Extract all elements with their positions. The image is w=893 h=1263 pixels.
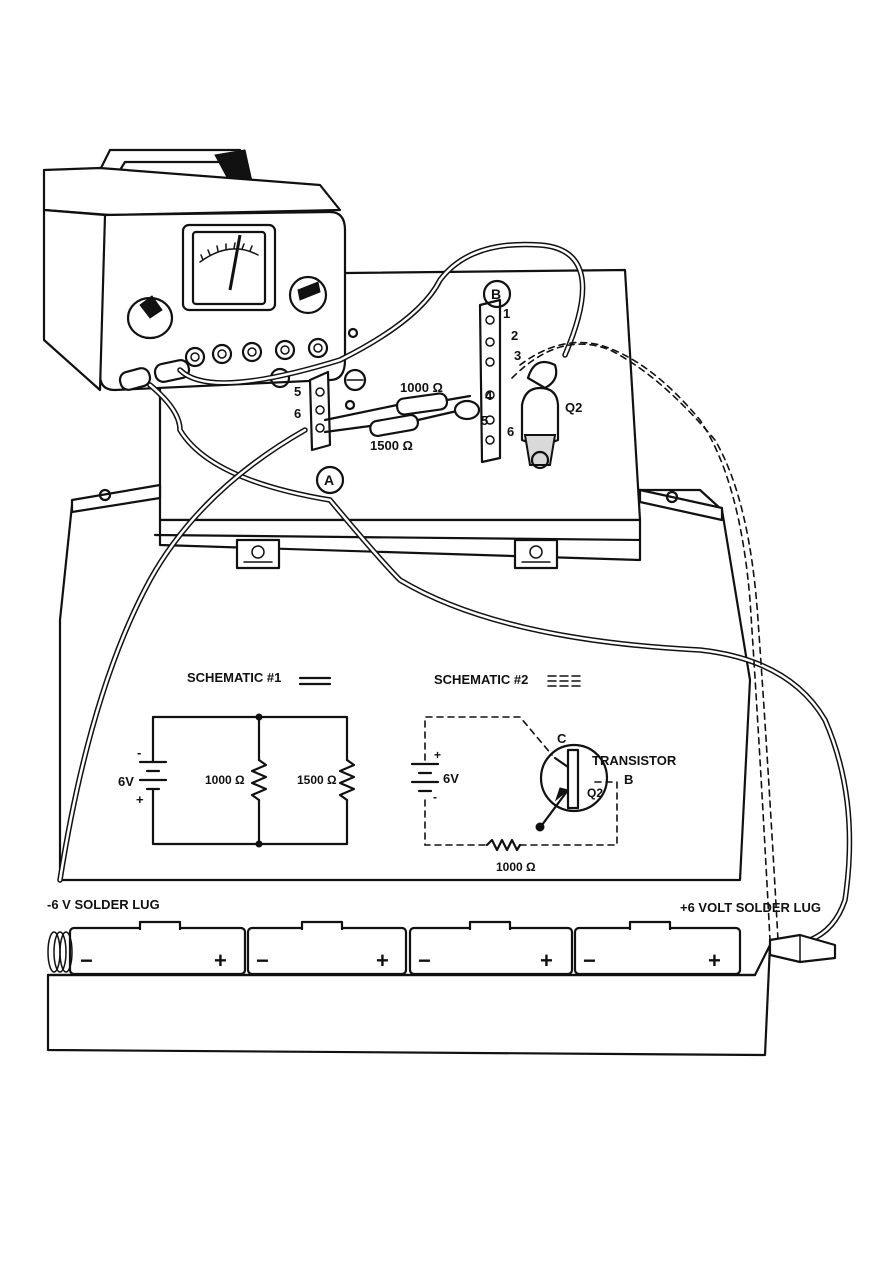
schematic-2: SCHEMATIC #2 6V + - C TRANSISTOR B Q2 10… xyxy=(410,672,677,874)
terminal-strip-a: 5 6 A xyxy=(294,370,345,495)
terminal-a-label: A xyxy=(324,472,334,488)
lug-b1-label: 1 xyxy=(503,306,510,321)
schematic-2-minus: - xyxy=(433,790,437,804)
resistor-1000-physical: 1000 Ω xyxy=(323,380,472,422)
lug-a6-label: 6 xyxy=(294,406,301,421)
terminal-b-label: B xyxy=(491,286,501,302)
svg-text:+: + xyxy=(708,948,721,973)
lug-a5-label: 5 xyxy=(294,384,301,399)
transistor-q2-label: Q2 xyxy=(565,400,582,415)
spring-coil xyxy=(47,931,73,973)
battery-tray: -6 V SOLDER LUG +6 VOLT SOLDER LUG − + −… xyxy=(46,897,837,1057)
schematic-1-r2: 1500 Ω xyxy=(297,773,337,787)
schematic-2-transistor: TRANSISTOR xyxy=(592,753,677,768)
lug-b6-label: 6 xyxy=(507,424,514,439)
schematic-1-r1: 1000 Ω xyxy=(205,773,245,787)
schematic-2-plus: + xyxy=(434,748,441,762)
battery-cell-1: − + xyxy=(68,920,247,976)
pos-solder-lug-label: +6 VOLT SOLDER LUG xyxy=(680,900,821,915)
svg-text:+: + xyxy=(540,948,553,973)
schematic-2-r: 1000 Ω xyxy=(496,860,536,874)
svg-text:+: + xyxy=(376,948,389,973)
schematic-1-voltage: 6V xyxy=(118,774,134,789)
meter-instrument xyxy=(42,148,347,392)
schematic-1-plus: + xyxy=(136,792,144,807)
lug-b5-label: 5 xyxy=(481,413,488,428)
svg-text:−: − xyxy=(256,948,269,973)
svg-text:−: − xyxy=(80,948,93,973)
resistor-1500-label: 1500 Ω xyxy=(370,438,413,453)
svg-text:+: + xyxy=(214,948,227,973)
clip-right xyxy=(513,538,559,570)
svg-text:−: − xyxy=(583,948,596,973)
clip-left xyxy=(235,538,281,570)
battery-cell-2: − + xyxy=(246,920,408,976)
jacks xyxy=(184,337,329,368)
lug-b2-label: 2 xyxy=(511,328,518,343)
svg-text:−: − xyxy=(418,948,431,973)
schematic-2-q: Q2 xyxy=(587,786,603,800)
lug-b3-label: 3 xyxy=(514,348,521,363)
schematic-2-voltage: 6V xyxy=(443,771,459,786)
lug-b4-label: 4 xyxy=(485,388,493,403)
test-lead-solid xyxy=(57,241,853,943)
transistor-q2-physical: Q2 xyxy=(520,360,582,470)
schematic-1-title: SCHEMATIC #1 xyxy=(187,670,281,685)
alligator-clip xyxy=(768,933,837,964)
schematic-2-title: SCHEMATIC #2 xyxy=(434,672,528,687)
test-lead-dashed xyxy=(511,341,779,941)
schematic-1-minus: - xyxy=(137,745,141,760)
resistor-1000-label: 1000 Ω xyxy=(400,380,443,395)
battery-cell-3: − + xyxy=(408,920,574,976)
terminal-strip-b: 1 2 3 4 5 6 B xyxy=(478,279,521,464)
schematic-2-base: B xyxy=(624,772,633,787)
neg-solder-lug-label: -6 V SOLDER LUG xyxy=(47,897,160,912)
battery-cell-4: − + xyxy=(573,920,742,976)
schematic-1: SCHEMATIC #1 6V - + 1000 Ω 1500 Ω xyxy=(118,670,356,848)
schematic-2-collector: C xyxy=(557,731,567,746)
